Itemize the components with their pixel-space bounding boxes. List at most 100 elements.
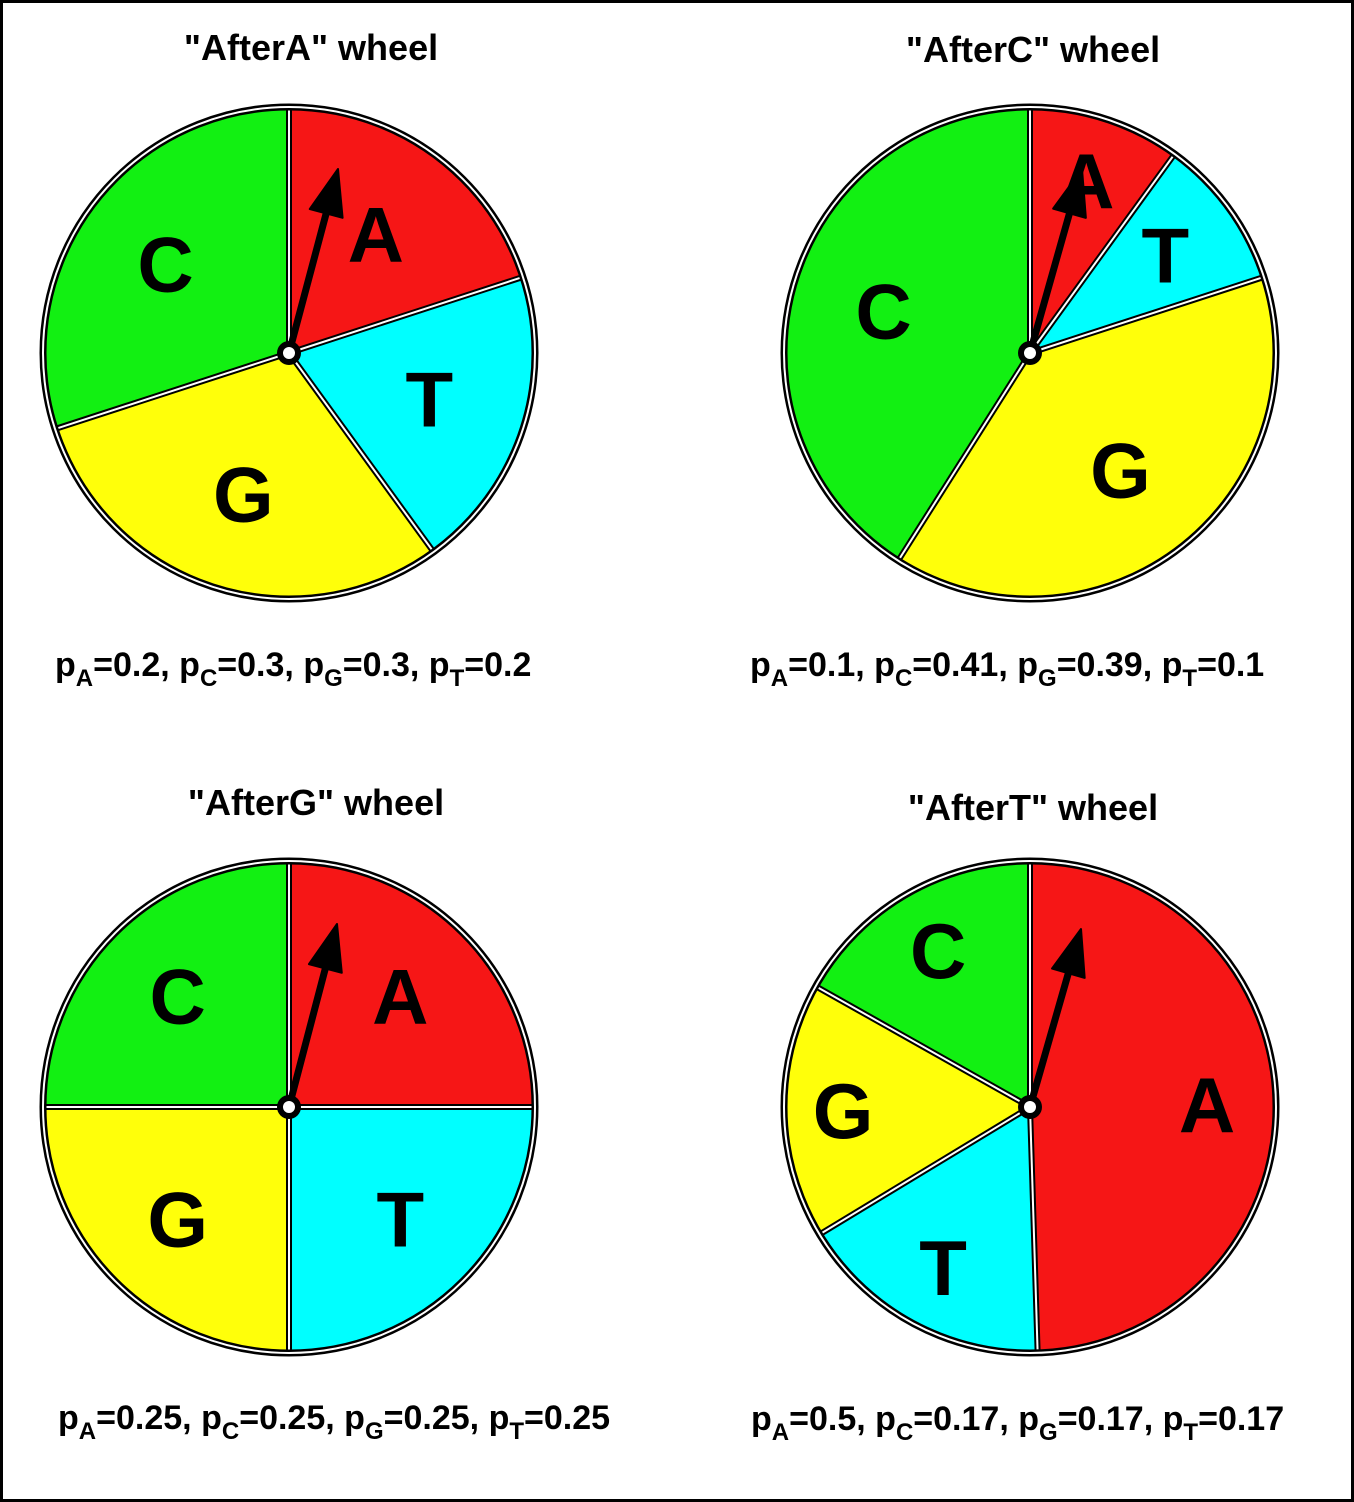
prob-value: 0.25 xyxy=(544,1399,610,1437)
prob-equals: = xyxy=(384,1399,404,1437)
prob-separator: , xyxy=(410,646,429,684)
prob-separator: , xyxy=(856,1400,875,1438)
prob-equals: = xyxy=(1057,646,1077,684)
prob-separator: , xyxy=(855,646,874,684)
prob-value: 0.1 xyxy=(1217,646,1264,684)
segment-divider-inner xyxy=(897,352,1031,562)
prob-equals: = xyxy=(788,646,808,684)
prob-value: 0.41 xyxy=(932,646,998,684)
pointer-arrow-icon xyxy=(1050,928,1086,979)
segment-a xyxy=(1028,859,1278,1355)
prob-subscript: A xyxy=(79,1418,96,1445)
prob-symbol: p xyxy=(1162,646,1183,684)
prob-value: 0.17 xyxy=(1218,1400,1284,1438)
pointer-arrow-icon xyxy=(1052,168,1087,219)
prob-value: 0.25 xyxy=(259,1399,325,1437)
prob-subscript: C xyxy=(222,1418,239,1445)
prob-equals: = xyxy=(343,646,363,684)
prob-subscript: T xyxy=(1183,1419,1198,1446)
wheel-rim-inner xyxy=(783,860,1277,1354)
wheel-title: "AfterG" wheel xyxy=(188,782,444,823)
pointer-shaft xyxy=(1026,205,1075,357)
prob-equals: = xyxy=(912,646,932,684)
segment-label-c: C xyxy=(150,953,206,1041)
prob-equals: = xyxy=(464,646,484,684)
prob-symbol: p xyxy=(58,1399,79,1437)
prob-separator: , xyxy=(1143,646,1162,684)
prob-value: 0.3 xyxy=(363,646,410,684)
prob-equals: = xyxy=(1058,1400,1078,1438)
prob-equals: = xyxy=(239,1399,259,1437)
prob-symbol: p xyxy=(751,1400,772,1438)
prob-symbol: p xyxy=(303,646,324,684)
prob-equals: = xyxy=(1197,646,1217,684)
prob-separator: , xyxy=(182,1399,201,1437)
prob-separator: , xyxy=(999,1400,1018,1438)
prob-subscript: C xyxy=(200,665,217,692)
segment-label-t: T xyxy=(919,1224,967,1312)
hub-center xyxy=(283,1101,295,1113)
pointer-shaft xyxy=(1026,965,1073,1111)
prob-symbol: p xyxy=(875,1400,896,1438)
prob-subscript: A xyxy=(76,665,93,692)
prob-subscript: G xyxy=(1038,665,1057,692)
prob-value: 0.17 xyxy=(933,1400,999,1438)
prob-symbol: p xyxy=(1017,646,1038,684)
prob-equals: = xyxy=(913,1400,933,1438)
prob-value: 0.25 xyxy=(116,1399,182,1437)
hub-center xyxy=(1024,1101,1036,1113)
prob-value: 0.5 xyxy=(809,1400,856,1438)
wheel-title: "AfterC" wheel xyxy=(906,29,1160,70)
prob-equals: = xyxy=(93,646,113,684)
segment-divider-inner xyxy=(288,352,435,553)
prob-symbol: p xyxy=(1163,1400,1184,1438)
prob-subscript: C xyxy=(895,665,912,692)
wheel-rim-inner xyxy=(42,860,536,1354)
probability-line: pA=0.2, pC=0.3, pG=0.3, pT=0.2 xyxy=(55,646,531,692)
prob-value: 0.1 xyxy=(808,646,855,684)
probability-line: pA=0.25, pC=0.25, pG=0.25, pT=0.25 xyxy=(58,1399,610,1445)
prob-equals: = xyxy=(217,646,237,684)
prob-symbol: p xyxy=(750,646,771,684)
segment-divider-inner xyxy=(288,276,524,354)
wheel-title: "AfterA" wheel xyxy=(184,27,438,68)
segment-divider-inner xyxy=(815,985,1031,1108)
prob-equals: = xyxy=(96,1399,116,1437)
probability-line: pA=0.1, pC=0.41, pG=0.39, pT=0.1 xyxy=(750,646,1264,692)
segment-divider-inner xyxy=(1029,153,1176,354)
prob-separator: , xyxy=(160,646,179,684)
segment-label-t: T xyxy=(376,1175,424,1263)
prob-equals: = xyxy=(1198,1400,1218,1438)
segment-label-g: G xyxy=(213,450,274,538)
prob-equals: = xyxy=(524,1399,544,1437)
prob-subscript: A xyxy=(771,665,788,692)
prob-equals: = xyxy=(789,1400,809,1438)
prob-value: 0.17 xyxy=(1078,1400,1144,1438)
segment-label-c: C xyxy=(910,907,966,995)
segment-label-a: A xyxy=(348,191,404,279)
probability-line: pA=0.5, pC=0.17, pG=0.17, pT=0.17 xyxy=(751,1400,1284,1446)
prob-value: 0.25 xyxy=(403,1399,469,1437)
segment-divider-inner xyxy=(819,1106,1031,1236)
prob-value: 0.2 xyxy=(113,646,160,684)
wheel-rim-inner xyxy=(42,106,536,600)
prob-subscript: G xyxy=(1039,1419,1058,1446)
prob-symbol: p xyxy=(429,646,450,684)
segment-label-t: T xyxy=(406,356,454,444)
segment-label-t: T xyxy=(1142,212,1190,300)
hub-center xyxy=(283,347,295,359)
pointer-arrow-icon xyxy=(307,923,343,974)
wheel-title: "AfterT" wheel xyxy=(908,787,1158,828)
prob-separator: , xyxy=(1144,1400,1163,1438)
prob-value: 0.39 xyxy=(1077,646,1143,684)
segment-label-g: G xyxy=(147,1175,208,1263)
prob-subscript: G xyxy=(324,665,343,692)
prob-symbol: p xyxy=(344,1399,365,1437)
segment-label-a: A xyxy=(1179,1061,1235,1149)
